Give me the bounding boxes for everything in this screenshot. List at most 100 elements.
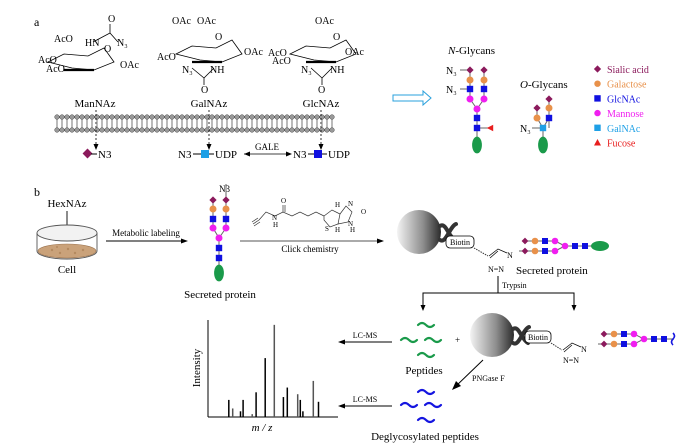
sialic-acid-icon xyxy=(82,148,93,159)
glcnac-icon xyxy=(209,215,217,223)
pyranose-ring xyxy=(46,47,115,71)
glcnac-icon xyxy=(314,150,322,158)
atom-label: OAc xyxy=(345,47,364,58)
biotin-box-2 xyxy=(524,330,552,344)
lipid-head xyxy=(169,114,175,120)
lipid-head xyxy=(284,114,290,120)
lipid-head xyxy=(164,127,170,133)
atom-label: O xyxy=(108,14,115,25)
secreted-protein-glycan xyxy=(209,184,230,282)
lipid-head xyxy=(309,114,315,120)
atom-label: N₃ xyxy=(117,38,128,49)
lipid-head xyxy=(174,114,180,120)
lipid-head xyxy=(309,127,315,133)
lipid-head xyxy=(289,127,295,133)
glcnac-icon xyxy=(545,114,553,122)
o-glycans-title: O-Glycans xyxy=(520,79,568,91)
secreted-protein-glycan-horizontal xyxy=(519,237,609,255)
lipid-head xyxy=(174,127,180,133)
lipid-head xyxy=(134,114,140,120)
lipid-head xyxy=(329,114,335,120)
deglycosylated-glycan-horizontal xyxy=(598,330,676,348)
galnaz-azide-label: N3 xyxy=(178,149,192,161)
lipid-head xyxy=(54,114,60,120)
azide-label-top: N3 xyxy=(219,184,230,194)
lipid-head xyxy=(324,127,330,133)
mannose-icon xyxy=(561,242,569,250)
glcnac-icon xyxy=(651,336,657,342)
atom-label: O xyxy=(333,32,340,43)
lipid-head xyxy=(69,127,75,133)
metabolic-labeling-label: Metabolic labeling xyxy=(112,228,180,238)
atom-label: N₃ xyxy=(182,65,193,76)
mannose-icon xyxy=(209,224,217,232)
lipid-head xyxy=(209,127,215,133)
sialic-acid-icon xyxy=(600,340,608,348)
legend-item: GlcNAc xyxy=(594,94,641,105)
galactose-icon xyxy=(466,76,474,84)
glcnac-icon xyxy=(473,124,481,132)
click-chemistry-label: Click chemistry xyxy=(281,244,339,254)
lcms-arrow-icon-1 xyxy=(338,339,345,345)
linker-icon xyxy=(473,247,489,257)
mannose-icon xyxy=(480,95,488,103)
lipid-head xyxy=(259,127,265,133)
lipid-head xyxy=(259,114,265,120)
lipid-head xyxy=(89,114,95,120)
lipid-head xyxy=(169,127,175,133)
lipid-head xyxy=(99,127,105,133)
lipid-head xyxy=(199,114,205,120)
lipid-head xyxy=(284,127,290,133)
sialic-azide-label: N3 xyxy=(98,149,112,161)
lipid-head xyxy=(109,114,115,120)
lipid-head xyxy=(224,114,230,120)
lipid-head xyxy=(324,114,330,120)
lipid-head xyxy=(229,127,235,133)
glcnac-icon xyxy=(594,95,601,102)
lipid-head xyxy=(244,127,250,133)
lipid-head xyxy=(214,127,220,133)
triazole-n2n3: N=N xyxy=(488,265,504,274)
lipid-head xyxy=(89,127,95,133)
atom-label: NH xyxy=(210,65,224,76)
legend-item: Sialic acid xyxy=(593,65,649,76)
pngase-label: PNGase F xyxy=(472,374,505,383)
peptides-label: Peptides xyxy=(405,365,442,377)
atom-label: HN xyxy=(85,38,99,49)
plus-sign: + xyxy=(455,335,460,345)
glcnac-icon xyxy=(582,243,588,249)
legend-label: GlcNAc xyxy=(607,94,641,105)
svg-text:N: N xyxy=(348,220,353,228)
carbamoyl-bond xyxy=(310,67,333,85)
protein-icon xyxy=(538,136,548,154)
atom-label: O xyxy=(104,44,111,55)
lipid-head xyxy=(194,127,200,133)
legend-label: Mannose xyxy=(607,109,644,120)
atom-label: OAc xyxy=(315,16,334,27)
y-axis-label: Intensity xyxy=(191,348,203,387)
glcnac-icon xyxy=(542,238,548,244)
lipid-head xyxy=(84,127,90,133)
lipid-head xyxy=(159,114,165,120)
glcnac-icon xyxy=(621,331,627,337)
streptavidin-bead-icon-2 xyxy=(470,313,514,357)
lipid-head xyxy=(304,114,310,120)
lipid-head xyxy=(249,127,255,133)
mannose-icon xyxy=(473,105,481,113)
lipid-head xyxy=(139,127,145,133)
triazole-2-n1: N xyxy=(581,345,587,354)
n-glycan-azide-2: N₃ xyxy=(446,85,457,96)
lipid-head xyxy=(249,114,255,120)
glcnac-icon xyxy=(480,85,488,93)
svg-text:N: N xyxy=(272,214,277,222)
lipid-head xyxy=(264,114,270,120)
lipid-head xyxy=(69,114,75,120)
carbamoyl-bond xyxy=(92,24,119,43)
glcnac-icon xyxy=(661,336,667,342)
o-glycan-structure: N₃ xyxy=(520,95,553,154)
lipid-head xyxy=(254,127,260,133)
lipid-head xyxy=(184,127,190,133)
lipid-head xyxy=(299,114,305,120)
